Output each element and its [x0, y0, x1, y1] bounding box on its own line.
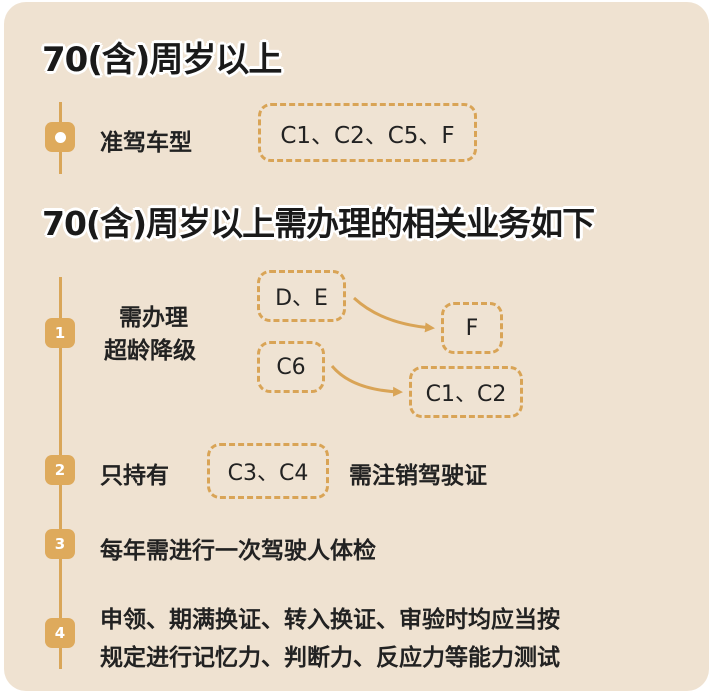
arrow-c6-to-c1c2-icon	[330, 365, 403, 397]
downgrade-to-f-box: F	[441, 302, 503, 354]
step-4-text-line1: 申领、期满换证、转入换证、审验时均应当按	[100, 607, 560, 633]
arrow-de-to-f-icon	[352, 296, 435, 333]
step-2-label-after: 需注销驾驶证	[349, 463, 487, 489]
downgrade-arrows	[330, 296, 435, 397]
step-2-models-box: C3、C4	[207, 443, 329, 499]
license-type-label: 准驾车型	[100, 130, 192, 156]
step-3-badge: 3	[45, 529, 75, 559]
step-1-label-line2: 超龄降级	[104, 338, 196, 364]
bullet-dot-icon	[54, 131, 66, 143]
step-1-label-line1: 需办理	[119, 305, 188, 331]
downgrade-from-de-box: D、E	[257, 270, 346, 322]
step-2-badge: 2	[45, 455, 75, 485]
step-4-badge: 4	[45, 618, 75, 648]
section2-title: 70(含)周岁以上需办理的相关业务如下	[42, 204, 595, 243]
downgrade-to-c1c2-box: C1、C2	[409, 366, 523, 418]
downgrade-from-c6-box: C6	[257, 341, 325, 393]
section1-title: 70(含)周岁以上	[42, 40, 282, 80]
info-card: 70(含)周岁以上 准驾车型 C1、C2、C5、F 70(含)周岁以上需办理的相…	[4, 2, 709, 691]
bullet-marker	[45, 122, 75, 152]
step-4-text-line2: 规定进行记忆力、判断力、反应力等能力测试	[100, 645, 560, 671]
step-1-badge: 1	[45, 318, 75, 348]
step-3-text: 每年需进行一次驾驶人体检	[100, 538, 376, 564]
license-models-box: C1、C2、C5、F	[258, 103, 477, 162]
step-2-label-before: 只持有	[100, 463, 169, 489]
